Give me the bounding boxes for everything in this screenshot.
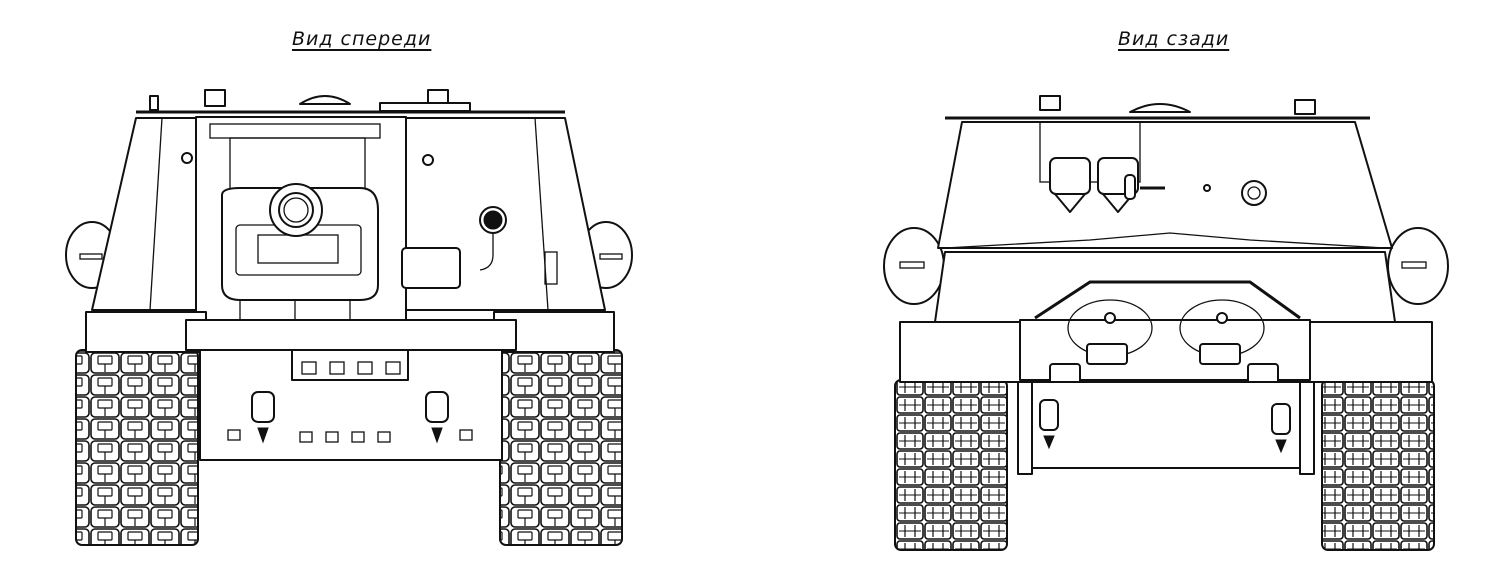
front-view-drawing xyxy=(65,89,633,546)
front-lower-hull xyxy=(185,319,517,461)
exhaust-left xyxy=(1049,157,1091,213)
rear-view-label: Вид сзади xyxy=(1118,28,1230,50)
front-view-label: Вид спереди xyxy=(292,28,432,50)
front-hatch xyxy=(401,247,461,289)
rear-left-fuel-drum xyxy=(883,227,945,305)
rear-left-track xyxy=(894,379,1008,551)
rear-lower-skirt xyxy=(1019,381,1311,469)
rear-port xyxy=(1241,180,1267,206)
front-left-track xyxy=(75,349,199,546)
rear-right-track xyxy=(1321,379,1435,551)
gun-mantlet xyxy=(195,116,407,338)
rear-superstructure xyxy=(937,121,1393,249)
rear-right-fuel-drum xyxy=(1387,227,1449,305)
front-right-track xyxy=(499,349,623,546)
rear-hull-plate xyxy=(934,251,1396,323)
rear-view-drawing xyxy=(883,95,1449,551)
